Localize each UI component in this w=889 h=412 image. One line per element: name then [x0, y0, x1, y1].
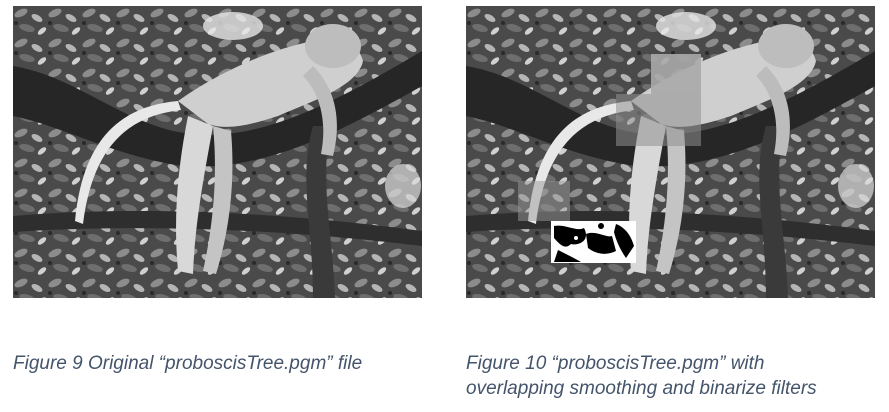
figure-10-caption-line-2: overlapping smoothing and binarize filte…	[466, 378, 817, 399]
figure-9-caption: Figure 9 Original “proboscisTree.pgm” fi…	[13, 353, 363, 374]
proboscis-monkey-filtered-photo	[466, 6, 875, 298]
smoothing-region	[651, 54, 701, 94]
binarize-region	[551, 221, 636, 263]
figure-10-caption: Figure 10 “proboscisTree.pgm” with overl…	[466, 351, 817, 401]
proboscis-monkey-photo	[13, 6, 422, 298]
original-photo	[13, 6, 422, 298]
figure-10-caption-line-1: Figure 10 “proboscisTree.pgm” with	[466, 353, 765, 374]
filtered-photo	[466, 6, 875, 298]
